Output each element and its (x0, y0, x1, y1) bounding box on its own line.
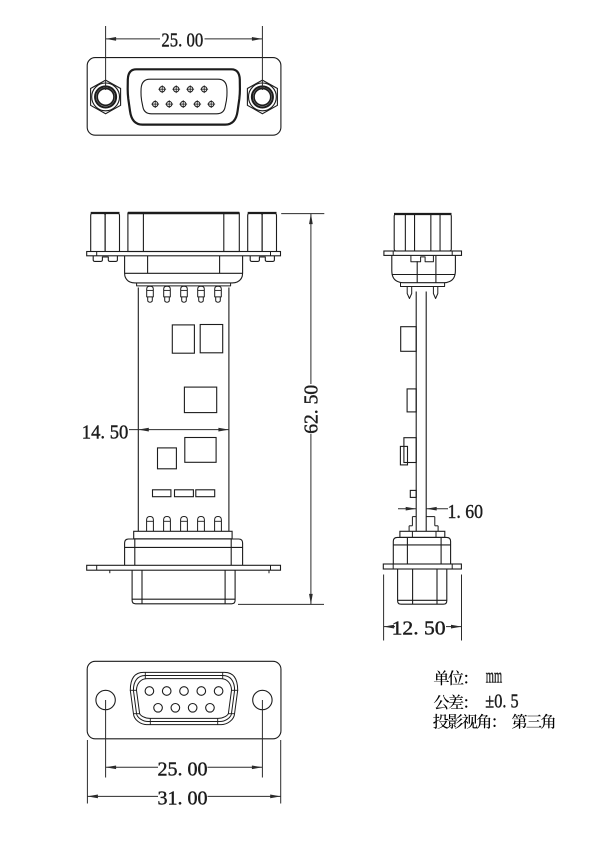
svg-text:31. 00: 31. 00 (158, 787, 208, 809)
svg-text:25. 00: 25. 00 (161, 30, 203, 52)
svg-text:±0. 5: ±0. 5 (485, 691, 518, 713)
svg-text:1. 60: 1. 60 (448, 501, 484, 523)
svg-text:mm: mm (486, 666, 503, 688)
svg-text:12. 50: 12. 50 (392, 617, 446, 639)
svg-text:62. 50: 62. 50 (301, 385, 323, 434)
svg-text:25. 00: 25. 00 (158, 758, 208, 780)
svg-text:14. 50: 14. 50 (82, 421, 129, 443)
